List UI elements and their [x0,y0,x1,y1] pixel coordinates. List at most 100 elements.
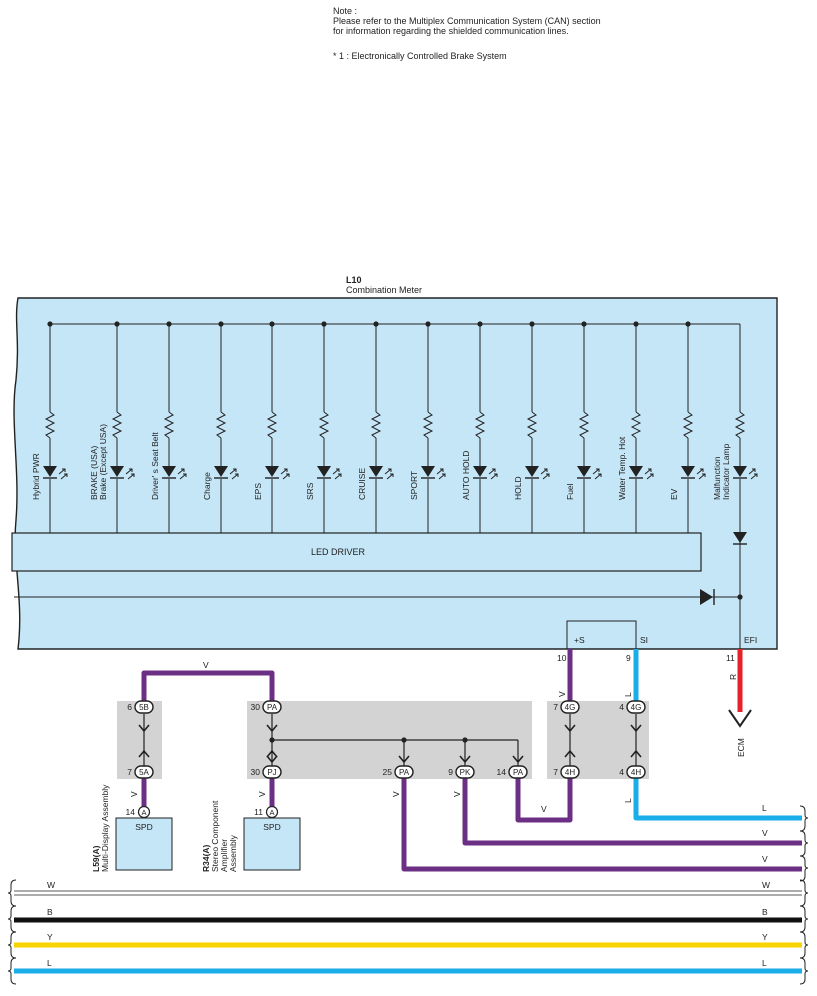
connector-c4h_right: 4H4 [619,765,646,779]
lamp-label: Hybrid PWR [31,453,41,500]
arrow-up-icon [266,749,278,758]
r34-id: R34(A) [201,844,211,872]
led-driver-box [11,532,702,572]
resistor-symbol [630,411,642,439]
arrow-up-icon [138,749,150,758]
arrow-down-icon [398,755,410,764]
connector-oval [394,765,414,779]
l59-id: L59(A) [91,845,101,872]
lamp-label: HOLD [513,476,523,500]
lamp-label: SPORT [409,471,419,500]
lamp-label: Charge [202,472,212,500]
wire-label-v-top: V [203,660,209,670]
terminal-box [566,620,637,649]
left-brace [7,957,17,985]
wire-label-v-loop: V [541,804,547,814]
junction-dot [269,737,275,743]
connector-code: PK [460,768,471,777]
wire-label-l-right: L [762,803,767,813]
resistor-symbol [318,411,330,439]
r34-name-3: Assembly [228,834,238,872]
lamp-3 [214,321,239,533]
wire-label-v-r34: V [257,791,267,797]
connector-code: 4G [631,703,642,712]
note-block: Note : Please refer to the Multiplex Com… [333,6,601,61]
led-symbol [681,466,695,477]
ecm-label: ECM [736,738,746,757]
connector-cpk: PK9 [448,765,475,779]
lamp-12 [681,321,706,533]
led-symbol [369,466,383,477]
lamp-13 [733,324,758,595]
bus-label-right-l: L [762,958,767,968]
connector-pin: 7 [127,767,132,777]
meter-pin-9: 9 [626,653,631,663]
connector-oval [134,700,154,714]
wire-v-5b-pa [141,670,275,707]
led-symbol [265,466,279,477]
connector-oval [508,765,528,779]
arrow-up-icon [564,749,576,758]
resistor-symbol [215,411,227,439]
note-line-2: for information regarding the shielded c… [333,26,569,36]
lamp-label: EV [669,488,679,500]
connector-pin: 4 [619,702,624,712]
component-conn-letter: A [269,808,274,817]
lamp-1 [110,321,135,533]
wire-label-v-right-2: V [762,854,768,864]
led-light-rays [748,468,758,480]
connector-oval [560,700,580,714]
wire-label-r-efi: R [728,674,738,680]
l59-name: Multi-Display Assembly [100,784,110,872]
lamp-2 [162,321,187,533]
connector-pin: 7 [553,702,558,712]
wire-label-l-meter: L [623,692,633,697]
meter-panel [13,297,778,650]
left-brace [7,905,17,933]
led-light-rays [58,468,68,480]
led-light-rays [177,468,187,480]
r34-name-2: Amplifier [219,839,229,872]
led-light-rays [540,468,550,480]
left-brace [7,931,17,959]
connector-pin: 6 [127,702,132,712]
connector-c5a: 5A7 [127,765,154,779]
wire-label-v-pa25: V [391,791,401,797]
right-brace-upper [799,830,809,857]
bus-label-left-y: Y [47,932,53,942]
arrow-down-icon [564,724,576,733]
wire-v-pa-25 [401,777,802,872]
lamp-11 [629,321,654,533]
led-light-rays [384,468,394,480]
led-light-rays [488,468,498,480]
connector-c4g_left: 4G7 [553,700,580,714]
lamp-label: BRAKE (USA) [89,446,99,500]
component-port: SPD [263,822,280,832]
right-brace-upper [799,855,809,882]
meter-name: Combination Meter [346,285,422,295]
r34-name-1: Stereo Component [210,800,220,872]
bus-label-right-y: Y [762,932,768,942]
component-conn-letter: A [141,808,146,817]
connector-pin: 25 [383,767,393,777]
connector-oval [262,700,282,714]
lamp-label: Malfunction [712,456,722,500]
connector-c4h_left: 4H7 [553,765,580,779]
led-symbol [43,466,57,477]
connector-pin: 30 [251,702,261,712]
lamp-4 [265,321,290,533]
junction-dot [401,737,407,743]
meter-id: L10 [346,275,362,285]
resistor-symbol [526,411,538,439]
connector-c4g_right: 4G 4 [619,700,646,714]
lamp-label: Driver' s Seat Belt [150,432,160,500]
led-symbol [162,466,176,477]
connector-code: PA [399,768,410,777]
wire-v-pk [462,777,802,846]
pin-efi: EFI [744,635,757,645]
led-symbol [733,466,747,477]
lamp-7 [421,321,446,533]
junction-dot [462,737,468,743]
